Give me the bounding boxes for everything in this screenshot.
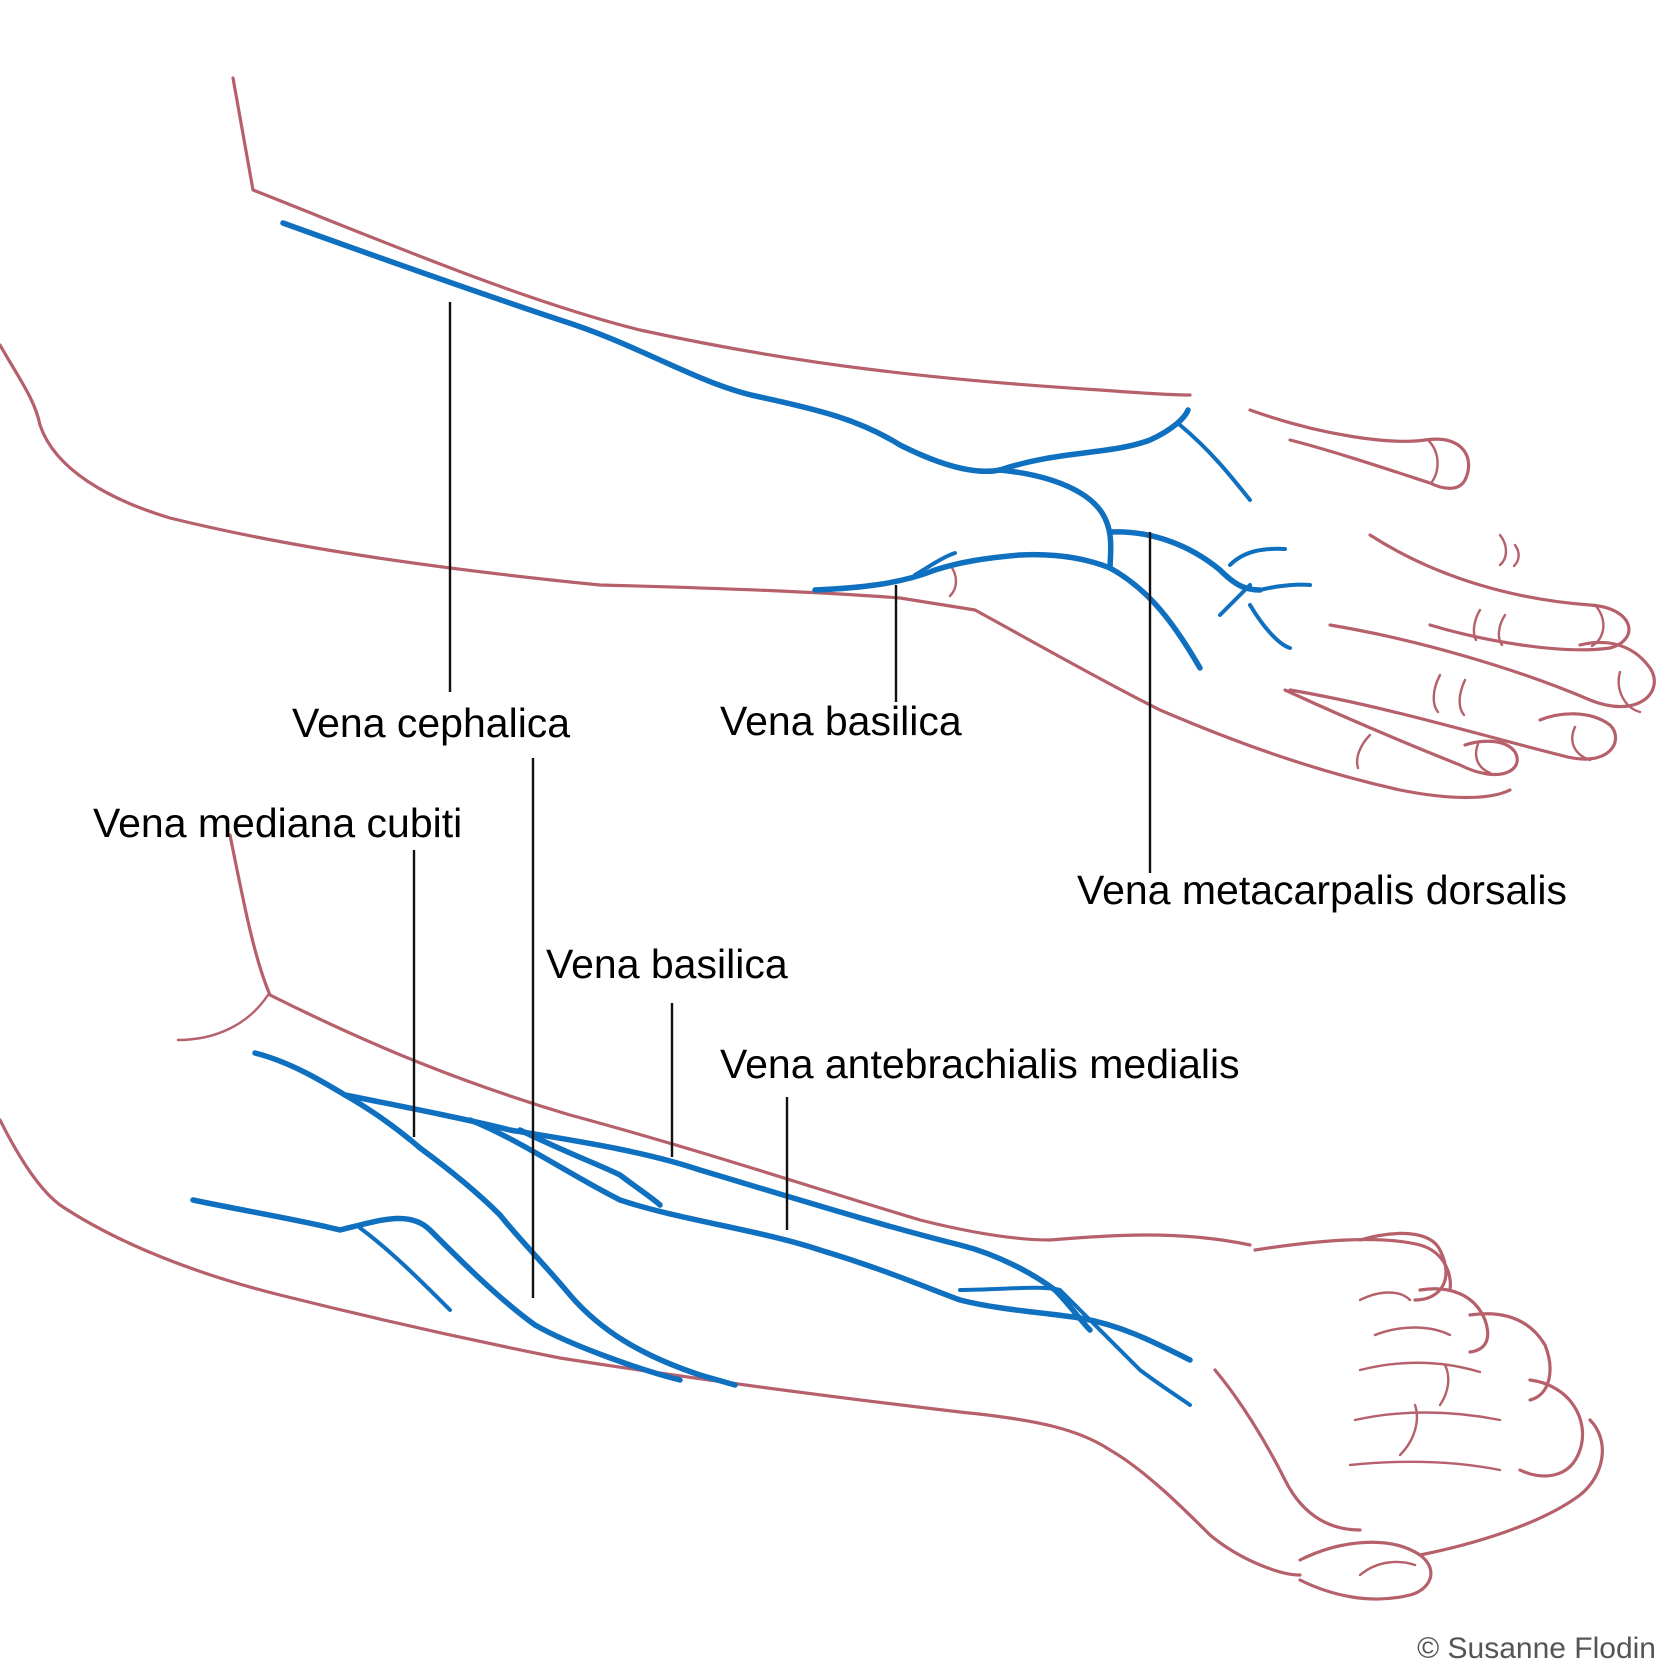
label-vena-mediana-cubiti: Vena mediana cubiti — [93, 800, 462, 846]
label-vena-basilica-lower: Vena basilica — [546, 941, 788, 987]
label-vena-antebrachialis-medialis: Vena antebrachialis medialis — [720, 1041, 1240, 1087]
lower-arm-outline — [0, 833, 1302, 1577]
copyright-credit: © Susanne Flodin — [1417, 1632, 1656, 1665]
upper-arm-veins — [280, 220, 1312, 671]
lower-arm-veins — [190, 1050, 1193, 1407]
upper-hand-outline — [1248, 408, 1656, 777]
label-vena-basilica-upper: Vena basilica — [720, 698, 962, 744]
labels: Vena cephalica Vena basilica Vena metaca… — [93, 698, 1567, 1087]
label-vena-metacarpalis-dorsalis: Vena metacarpalis dorsalis — [1077, 867, 1567, 913]
lower-hand-outline — [1213, 1231, 1604, 1601]
label-vena-cephalica: Vena cephalica — [292, 700, 570, 746]
leader-lines — [412, 302, 1152, 1298]
